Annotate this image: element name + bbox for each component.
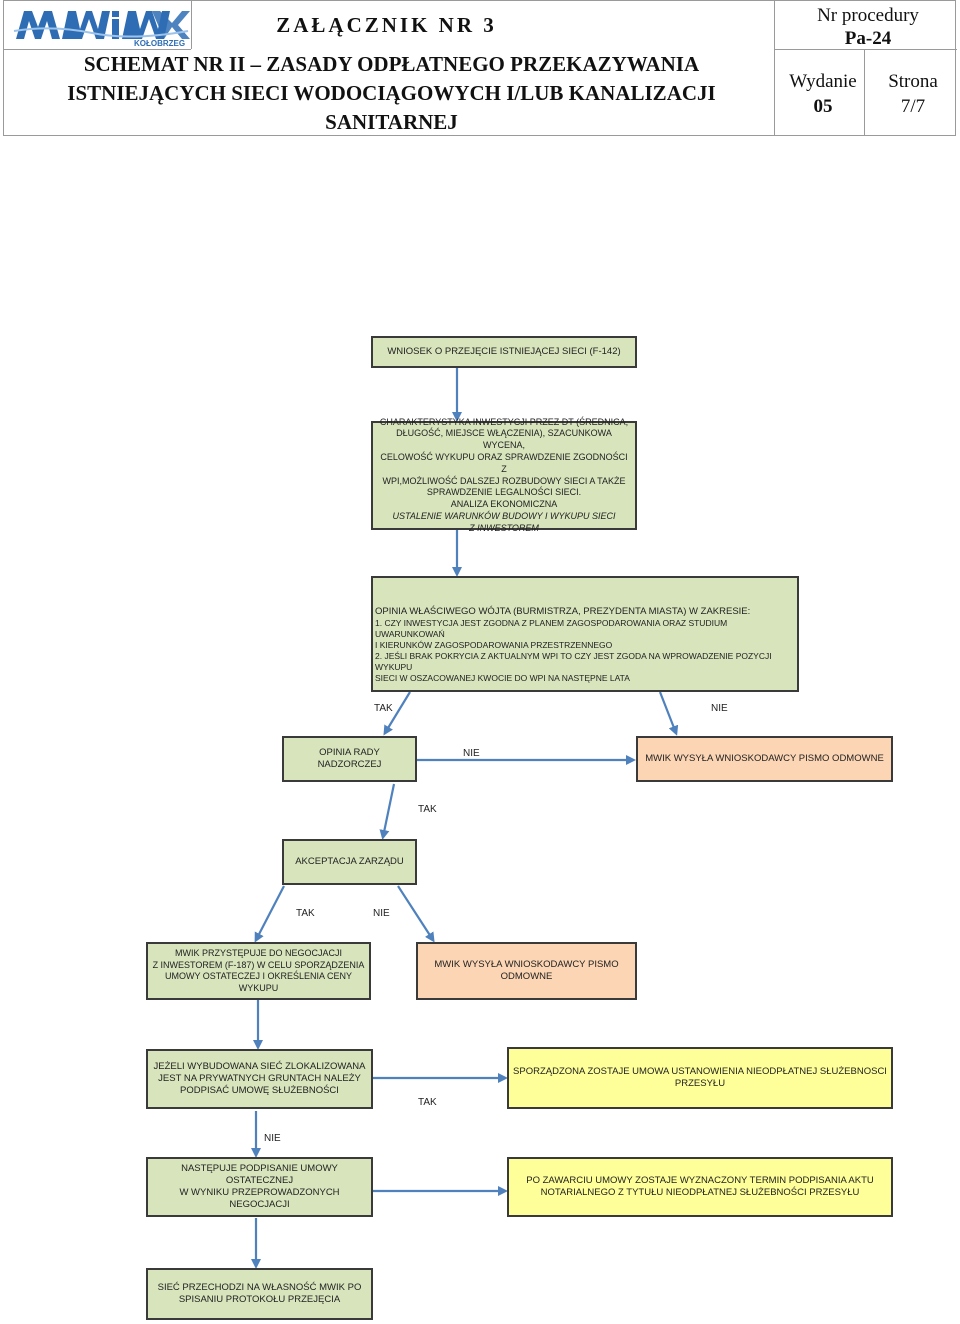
edition-label: Wydanie [789, 71, 857, 92]
arrow-box6-box8 [397, 885, 435, 943]
divider [774, 1, 775, 135]
edition-value: 05 [813, 96, 833, 117]
label-nie-easement: NIE [264, 1133, 281, 1144]
divider [191, 1, 192, 49]
flow-box-easement-check: JEŻELI WYBUDOWANA SIEĆ ZLOKALIZOWANA JES… [146, 1049, 373, 1109]
annex-number: ZAŁĄCZNIK NR 3 [276, 13, 497, 37]
label-nie-board: NIE [463, 748, 480, 759]
label-tak-management: TAK [296, 908, 315, 919]
flow-box-management-acceptance: AKCEPTACJA ZARZĄDU [282, 839, 417, 885]
flow-box-refusal-1: MWIK WYSYŁA WNIOSKODAWCY PISMO ODMOWNE [636, 736, 893, 782]
flow-box-notarial-deed: PO ZAWARCIU UMOWY ZOSTAJE WYZNACZONY TER… [507, 1157, 893, 1217]
label-tak-mayor: TAK [374, 703, 393, 714]
flow-box-supervisory-board: OPINIA RADY NADZORCZEJ [282, 736, 417, 782]
arrow-box4-box6 [379, 783, 396, 840]
arrow-box3-box4 [383, 691, 411, 736]
arrow-box3-box5 [658, 691, 679, 736]
svg-text:KOŁOBRZEG: KOŁOBRZEG [134, 39, 185, 47]
label-nie-mayor: NIE [711, 703, 728, 714]
flow-box-application: WNIOSEK O PRZEJĘCIE ISTNIEJĄCEJ SIECI (F… [371, 336, 637, 368]
flow-box-ownership-transfer: SIEĆ PRZECHODZI NA WŁASNOŚĆ MWIK PO SPIS… [146, 1268, 373, 1320]
company-logo: KOŁOBRZEG [12, 5, 192, 47]
flow-box-final-agreement: NASTĘPUJE PODPISANIE UMOWY OSTATECZNEJ W… [146, 1157, 373, 1217]
flow-box-easement-agreement: SPORZĄDZONA ZOSTAJE UMOWA USTANOWIENIA N… [507, 1047, 893, 1109]
arrow-box6-box7 [254, 885, 285, 943]
divider [774, 49, 957, 50]
procedure-value: Pa-24 [844, 28, 892, 49]
label-tak-easement: TAK [418, 1097, 437, 1108]
label-nie-management: NIE [373, 908, 390, 919]
divider [864, 49, 865, 135]
page-value: 7/7 [900, 96, 926, 117]
flow-box-mayor-opinion: OPINIA WŁAŚCIWEGO WÓJTA (BURMISTRZA, PRE… [371, 576, 799, 692]
document-title: SCHEMAT NR II – ZASADY ODPŁATNEGO PRZEKA… [67, 52, 716, 134]
page-label: Strona [888, 71, 938, 92]
flow-box-negotiations: MWIK PRZYSTĘPUJE DO NEGOCJACJI Z INWESTO… [146, 942, 371, 1000]
divider [4, 49, 191, 50]
flow-box-refusal-2: MWIK WYSYŁA WNIOSKODAWCY PISMO ODMOWNE [416, 942, 637, 1000]
procedure-label: Nr procedury [817, 5, 919, 26]
document-header: KOŁOBRZEG ZAŁĄCZNIK NR 3 SCHEMAT NR II –… [3, 0, 957, 136]
label-tak-board: TAK [418, 804, 437, 815]
flow-box-investment-characteristics: CHARAKTERYSTYKA INWESTYCJI PRZEZ DT (ŚRE… [371, 417, 637, 533]
